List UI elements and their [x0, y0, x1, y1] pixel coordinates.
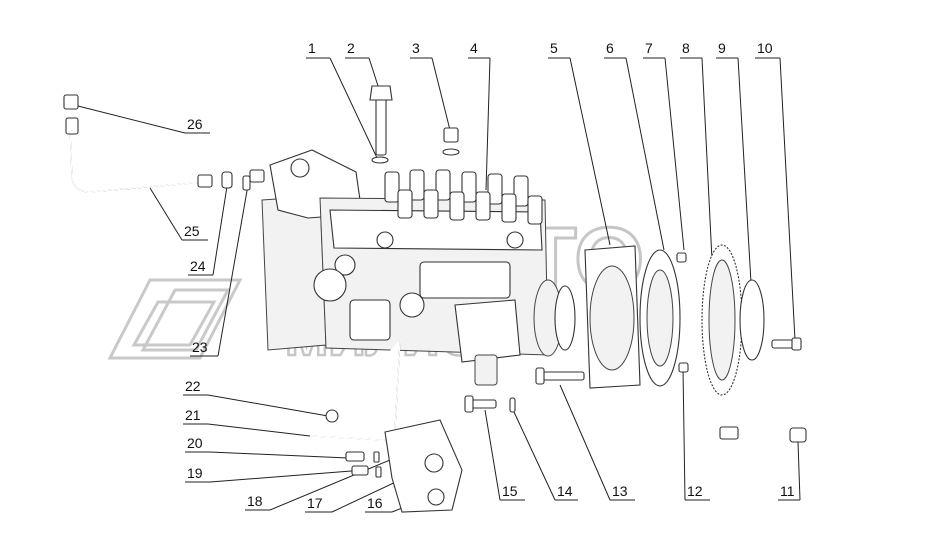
callout-9: 9 — [718, 40, 726, 56]
callout-19: 19 — [187, 465, 203, 481]
callout-23: 23 — [192, 339, 208, 355]
leader-lines — [77, 57, 801, 513]
callout-2: 2 — [347, 40, 355, 56]
fuel-pipe-assembly — [63, 94, 251, 193]
callout-15: 15 — [502, 483, 518, 499]
callout-24: 24 — [190, 258, 206, 274]
callout-17: 17 — [307, 495, 323, 511]
callout-13: 13 — [612, 483, 628, 499]
callout-5: 5 — [550, 40, 558, 56]
injection-pump-body — [249, 149, 576, 386]
callout-14: 14 — [557, 483, 573, 499]
callout-1: 1 — [308, 40, 316, 56]
callout-11: 11 — [780, 483, 795, 499]
callout-12: 12 — [687, 483, 703, 499]
drive-assembly — [584, 244, 807, 443]
delivery-valves — [384, 169, 543, 225]
callout-labels: 1 2 3 4 5 6 7 8 9 10 11 12 13 14 15 16 1… — [184, 40, 795, 511]
callout-25: 25 — [184, 223, 200, 239]
callout-10: 10 — [757, 40, 773, 56]
callout-26: 26 — [187, 116, 203, 132]
callout-8: 8 — [682, 40, 690, 56]
callout-7: 7 — [645, 40, 653, 56]
callout-4: 4 — [470, 40, 478, 56]
callout-3: 3 — [412, 40, 420, 56]
small-fasteners — [464, 367, 585, 413]
top-bolts — [369, 85, 460, 164]
callout-22: 22 — [185, 378, 201, 394]
bracket-assembly — [309, 339, 463, 513]
callout-20: 20 — [187, 435, 203, 451]
callout-16: 16 — [367, 495, 383, 511]
watermark-stripes — [107, 278, 243, 360]
callout-6: 6 — [606, 40, 614, 56]
callout-18: 18 — [247, 493, 263, 509]
callout-21: 21 — [185, 407, 201, 423]
